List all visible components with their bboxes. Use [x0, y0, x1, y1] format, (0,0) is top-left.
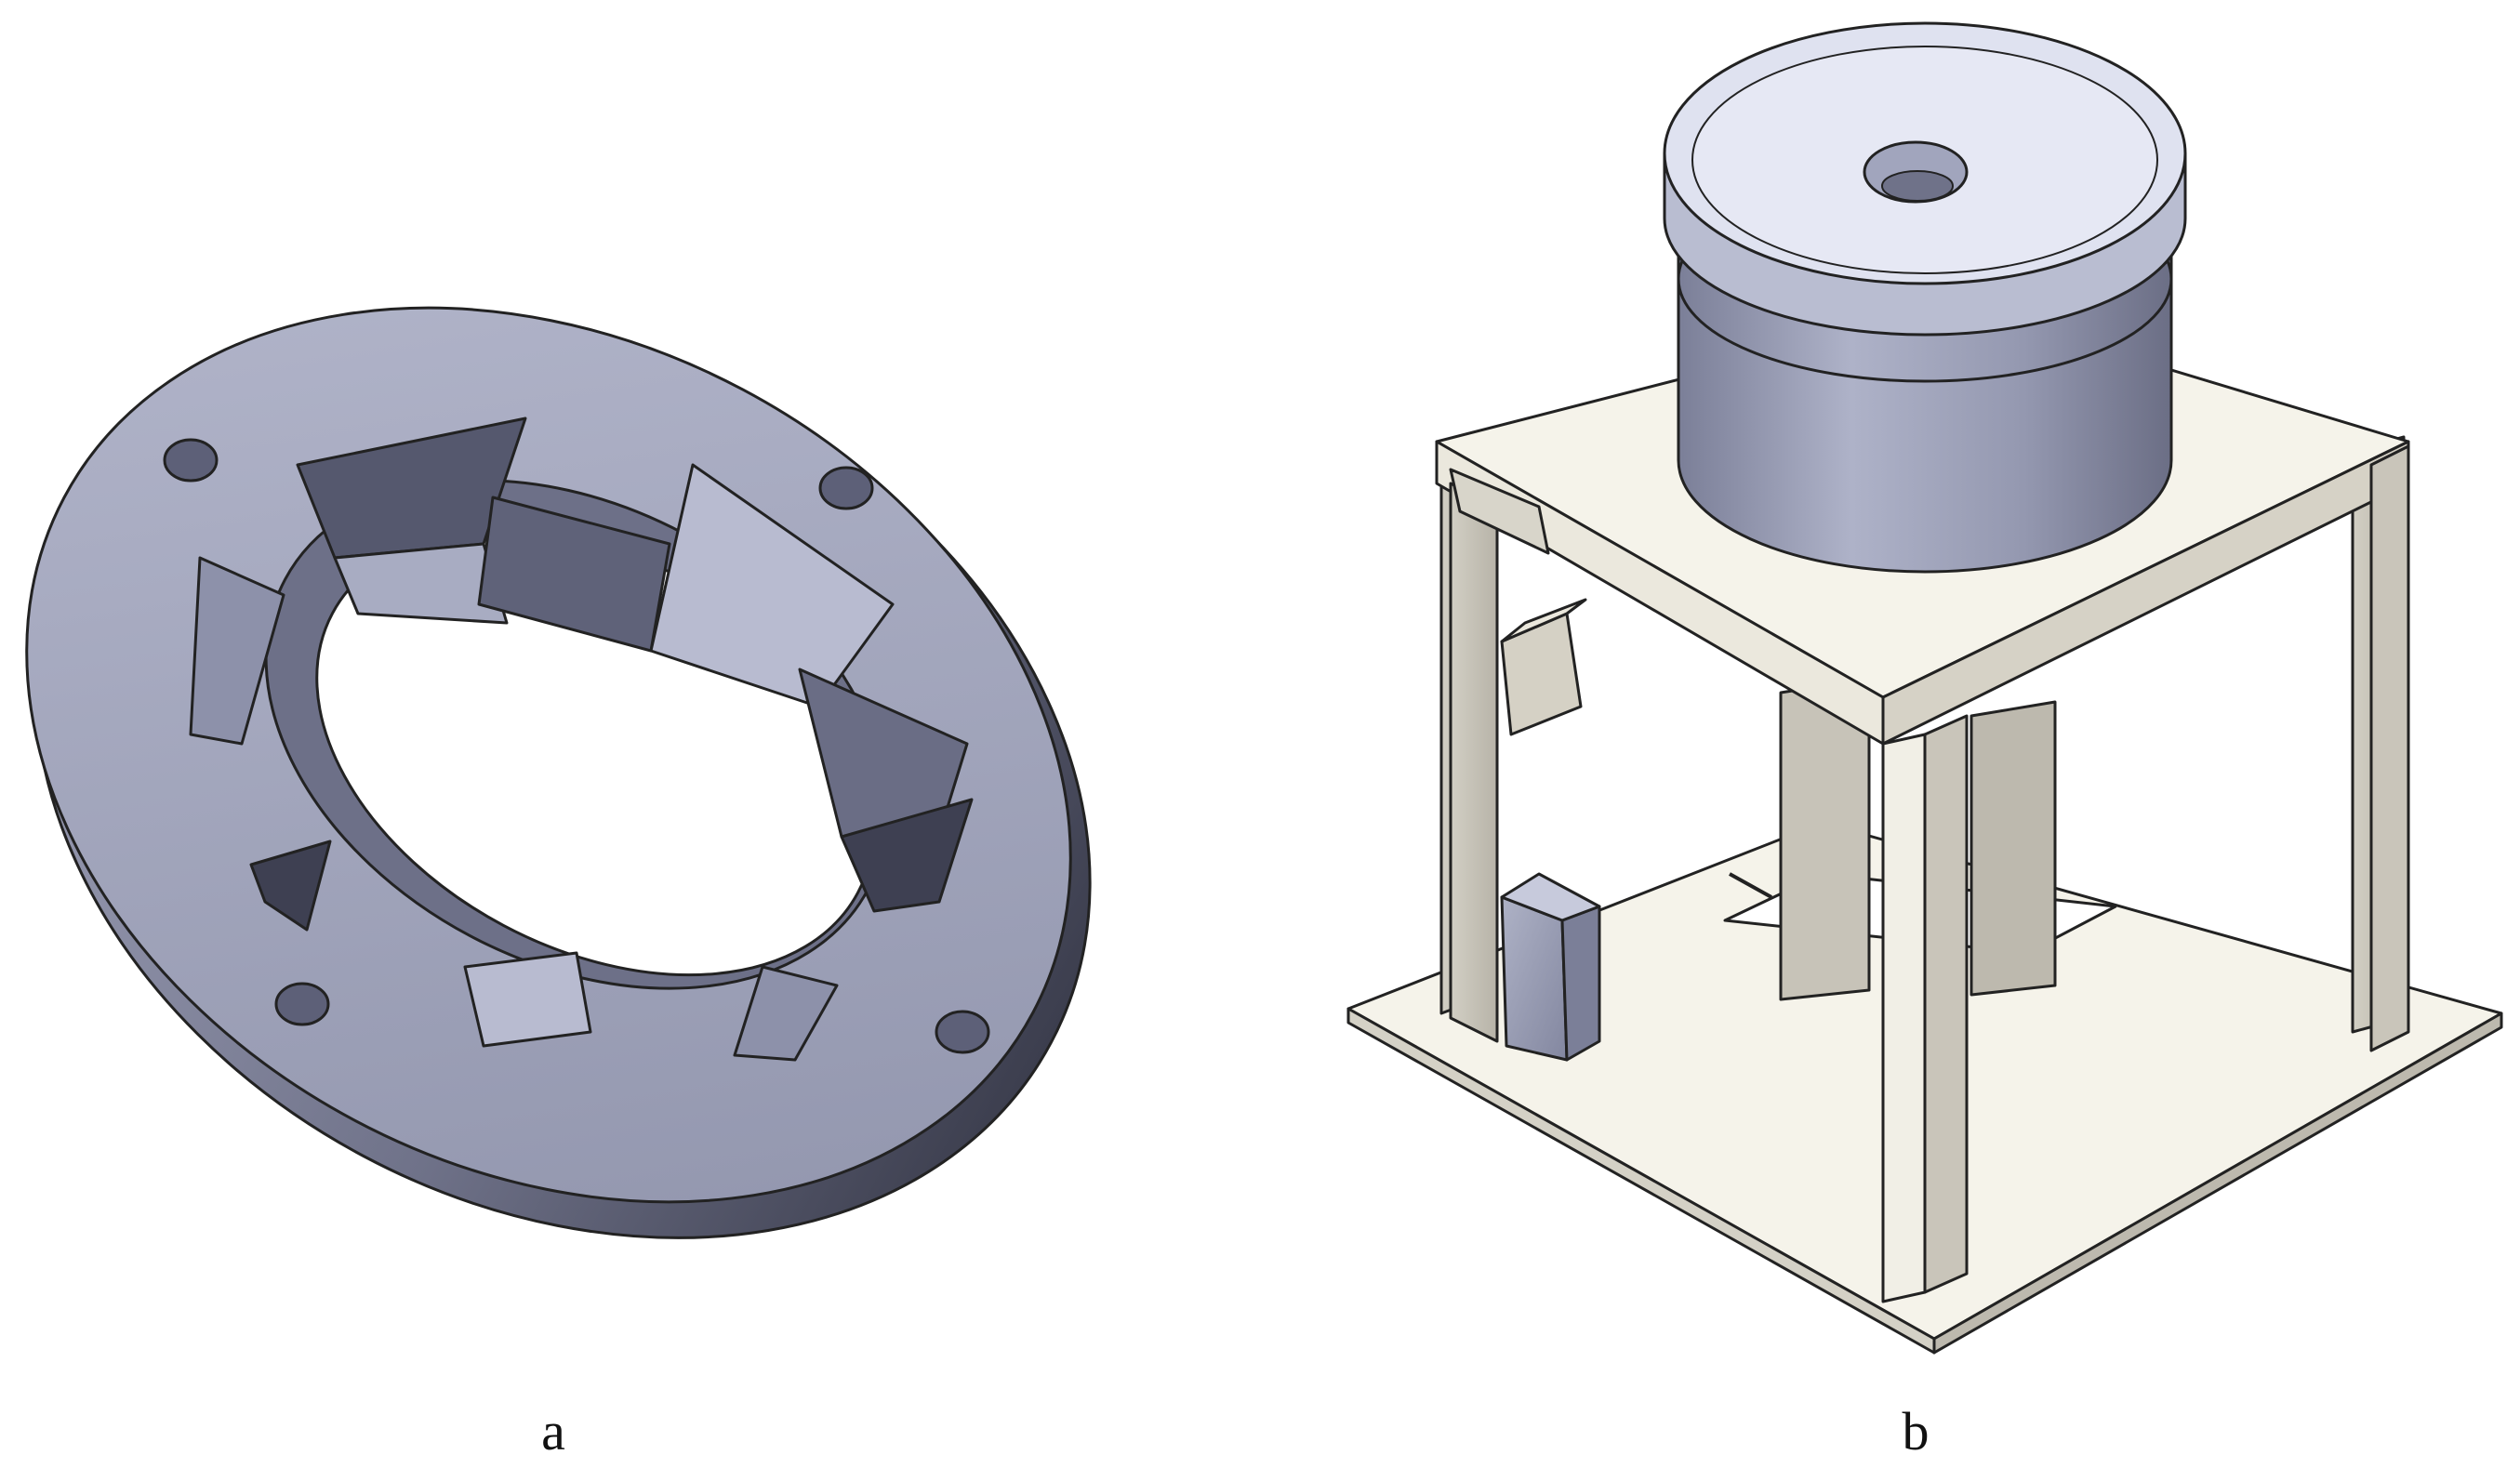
- frame-assembly-drawing: [1346, 21, 2503, 1355]
- front-leg-center: [1881, 733, 1927, 1303]
- floor-pin: [1729, 872, 1772, 899]
- caption-a: a: [541, 1401, 565, 1461]
- control-box-front: [1500, 895, 1569, 1062]
- base-plate-edge-right: [1932, 1012, 2503, 1355]
- ring-tooth-right: [840, 798, 974, 913]
- caption-b: b: [1902, 1401, 1930, 1461]
- bolt-hole-top-left: [163, 438, 219, 483]
- front-leg-center-side: [1923, 714, 1969, 1294]
- bolt-hole-top-right: [818, 466, 874, 510]
- ring-part-drawing: [25, 306, 1092, 1239]
- ring-tooth-top-left-face: [333, 542, 509, 625]
- bolt-hole-bottom-left: [274, 982, 330, 1026]
- control-box-side: [1560, 905, 1601, 1062]
- control-box-top: [1500, 872, 1601, 922]
- ring-tooth-left: [189, 556, 285, 746]
- mounted-box-top: [1500, 598, 1587, 643]
- ring-tooth-bottom-right: [733, 965, 839, 1062]
- center-column-right: [1970, 700, 2057, 997]
- front-leg-left: [1449, 482, 1499, 1043]
- bolt-hole-bottom-right: [935, 1010, 990, 1054]
- top-bracket: [1449, 468, 1550, 555]
- ring-tooth-bottom: [463, 951, 592, 1048]
- container-lid-hole-inner: [1881, 170, 1954, 202]
- front-leg-right: [2369, 444, 2410, 1052]
- ring-tooth-left-lower: [249, 840, 332, 932]
